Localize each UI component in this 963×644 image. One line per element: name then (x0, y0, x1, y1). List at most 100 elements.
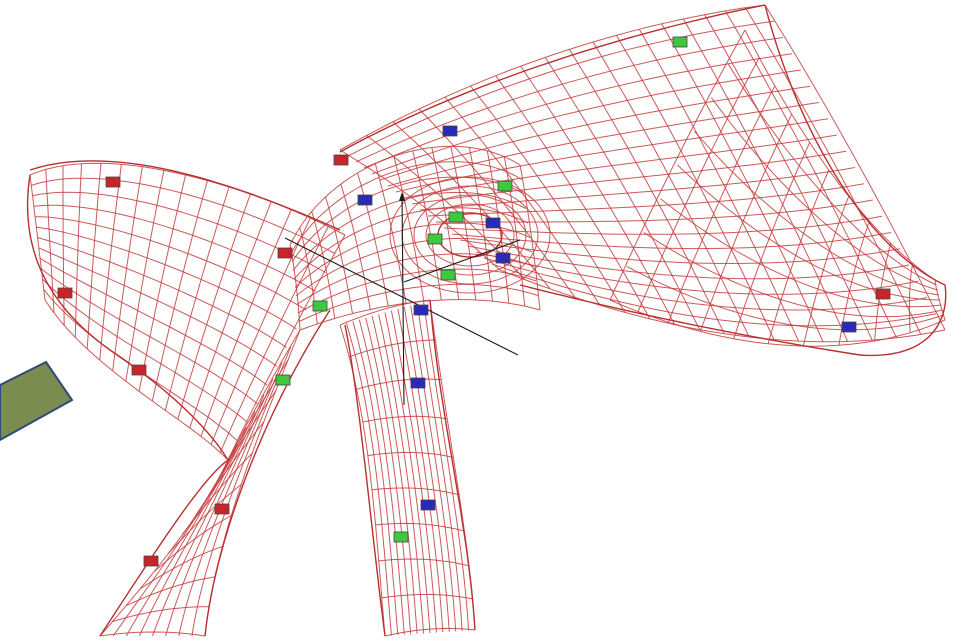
central-body-v-line (293, 207, 529, 280)
left-leg-v-line (112, 443, 238, 637)
right-wing-u-line (568, 49, 725, 335)
control-point-green[interactable] (448, 211, 464, 223)
right-tip-v-line (710, 97, 938, 291)
central-body-u-line (325, 196, 353, 314)
axis-diagonal (284, 237, 519, 356)
center-leg-u-line (381, 593, 473, 600)
right-wing-u-line (470, 85, 626, 313)
center-leg-u-line (356, 378, 442, 390)
control-point-blue[interactable] (495, 252, 511, 264)
control-point-blue[interactable] (357, 194, 373, 206)
right-wing-u-line (495, 75, 651, 320)
control-point-blue[interactable] (442, 125, 458, 137)
right-wing-v-line (347, 20, 775, 157)
left-leg-u-line (139, 546, 223, 590)
center-leg-v-line (403, 307, 450, 632)
axis-vertical (401, 194, 405, 406)
center-swirl-ring (413, 194, 527, 276)
control-point-red[interactable] (333, 154, 349, 166)
central-body-v-line (298, 283, 539, 322)
control-point-blue[interactable] (485, 217, 501, 229)
center-leg-v-line (345, 323, 392, 636)
mesh-outline-1 (26, 174, 111, 351)
central-body-u-line (340, 183, 371, 310)
right-wing-v-line (411, 150, 847, 205)
left-lobe-u-line (189, 201, 272, 429)
left-lobe-u-line (74, 163, 82, 338)
left-lobe-v-line (37, 237, 287, 348)
right-wing-u-line (544, 57, 701, 330)
central-body-u-line (412, 150, 442, 301)
right-tip-u-line (609, 29, 746, 301)
control-point-green[interactable] (440, 269, 456, 281)
mesh-outline-5 (344, 324, 386, 637)
left-lobe-u-line (151, 180, 208, 402)
control-point-red[interactable] (875, 288, 891, 300)
right-tip-v-line (609, 299, 946, 347)
central-body-u-line (468, 147, 493, 302)
center-leg-v-line (365, 317, 412, 635)
control-point-green[interactable] (427, 233, 443, 245)
wireframe-mesh (26, 4, 947, 637)
right-wing-v-line (339, 4, 766, 151)
left-lobe-u-line (99, 164, 122, 361)
left-lobe-v-line (42, 278, 248, 423)
right-wing-v-line (443, 215, 883, 235)
control-point-red[interactable] (277, 247, 293, 259)
mesh-outline-3 (99, 459, 229, 637)
right-wing-v-line (491, 263, 937, 327)
control-point-blue[interactable] (420, 499, 436, 511)
control-point-red[interactable] (214, 503, 230, 515)
left-leg-v-line (191, 346, 292, 637)
central-body-v-line (294, 222, 531, 288)
control-point-blue[interactable] (413, 304, 429, 316)
right-wing-u-line (418, 108, 576, 298)
right-wing-v-line (355, 37, 784, 163)
mesh-outline-0 (29, 160, 341, 231)
center-leg-v-line (384, 312, 431, 634)
control-point-green[interactable] (275, 374, 291, 386)
left-lobe-v-line (31, 177, 336, 255)
right-tip-v-line (744, 29, 936, 281)
right-tip-u-line (908, 263, 914, 333)
left-lobe-v-line (38, 247, 278, 367)
left-leg-u-line (153, 515, 232, 572)
left-lobe-u-line (177, 193, 251, 420)
right-tip-u-line (802, 196, 850, 347)
control-point-red[interactable] (105, 176, 121, 188)
coordinate-axes (284, 192, 521, 406)
right-wing-u-line (392, 121, 551, 290)
right-wing-u-line (638, 29, 799, 342)
right-tip-u-line (767, 169, 830, 344)
right-wing-v-line (459, 239, 901, 265)
right-tip-u-line (667, 85, 776, 323)
control-point-green[interactable] (672, 36, 688, 48)
center-leg-v-line (416, 303, 463, 631)
left-lobe-u-line (200, 209, 292, 437)
left-lobe-u-line (219, 226, 329, 453)
right-wing-v-line (403, 134, 838, 199)
control-point-red[interactable] (143, 555, 159, 567)
control-point-blue[interactable] (410, 377, 426, 389)
axis-right (403, 239, 521, 283)
left-leg-v-line (99, 459, 229, 637)
left-lobe-u-line (29, 174, 46, 301)
right-wing-v-line (483, 257, 928, 311)
control-point-green[interactable] (312, 300, 328, 312)
right-wing-v-line (451, 232, 892, 250)
control-point-red[interactable] (131, 364, 147, 376)
control-point-green[interactable] (393, 531, 409, 543)
center-leg-u-line (339, 299, 431, 326)
control-point-green[interactable] (497, 180, 513, 192)
center-leg-v-line (352, 321, 399, 636)
center-leg-v-line (397, 308, 444, 633)
control-point-blue[interactable] (841, 321, 857, 333)
control-point-red[interactable] (57, 287, 73, 299)
central-body-v-line (291, 176, 525, 263)
center-leg-v-line (423, 301, 470, 631)
right-wing-u-line (764, 4, 946, 331)
left-lobe-v-line (34, 216, 307, 311)
right-wing-v-line (467, 245, 910, 280)
right-wing-v-line (475, 251, 919, 295)
right-wing-u-line (592, 41, 750, 338)
